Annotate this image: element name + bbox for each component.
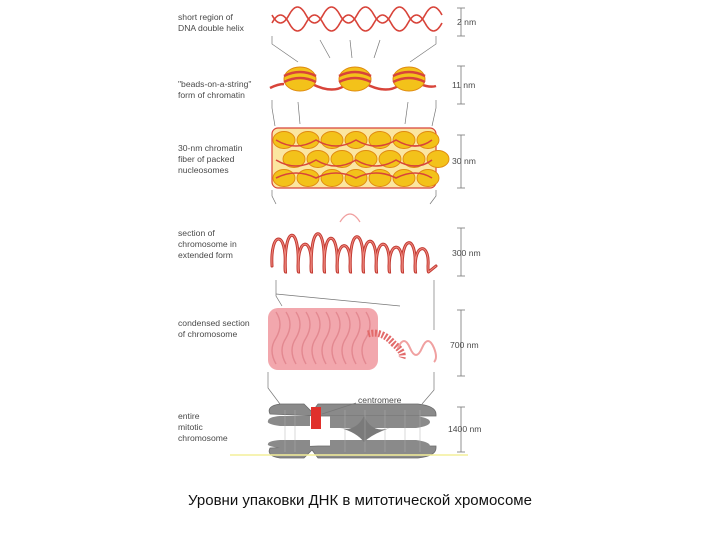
size-label-30nm: 30 nm	[452, 156, 476, 166]
fiber-nucleosome	[321, 170, 343, 187]
size-label-11nm: 11 nm	[452, 80, 475, 90]
fiber-nucleosome	[417, 170, 439, 187]
mitotic-chromosome	[268, 403, 436, 458]
level-label-condensed: condensed section of chromosome	[178, 318, 252, 339]
nucleosome-bead	[339, 67, 371, 91]
chromatin-fiber-30nm	[272, 128, 449, 188]
level-label-extended: section of chromosome in extended form	[178, 228, 239, 260]
chromatin-packing-diagram: short region of DNA double helix "beads-…	[0, 0, 720, 470]
size-label-700nm: 700 nm	[450, 340, 479, 350]
level-label-beads: "beads-on-a-string" form of chromatin	[178, 79, 254, 100]
level-label-mitotic: entire mitotic chromosome	[178, 411, 228, 443]
level-label-dna: short region of DNA double helix	[178, 12, 245, 33]
size-label-2nm: 2 nm	[457, 17, 476, 27]
condensed-chromosome-section	[268, 308, 436, 370]
figure-caption: Уровни упаковки ДНК в митотической хромо…	[0, 492, 720, 509]
nucleosome-bead	[393, 67, 425, 91]
extended-chromosome-loops	[272, 214, 436, 272]
level-label-fiber: 30-nm chromatin fiber of packed nucleoso…	[178, 143, 245, 175]
fiber-nucleosome	[369, 170, 391, 187]
nucleosome-bead	[284, 67, 316, 91]
size-label-300nm: 300 nm	[452, 248, 481, 258]
dna-double-helix	[272, 7, 442, 31]
fiber-nucleosome	[427, 151, 449, 168]
size-label-1400nm: 1400 nm	[448, 424, 481, 434]
centromere-mark	[311, 407, 321, 429]
centromere-label: centromere	[358, 395, 402, 405]
beads-on-a-string	[270, 67, 436, 91]
